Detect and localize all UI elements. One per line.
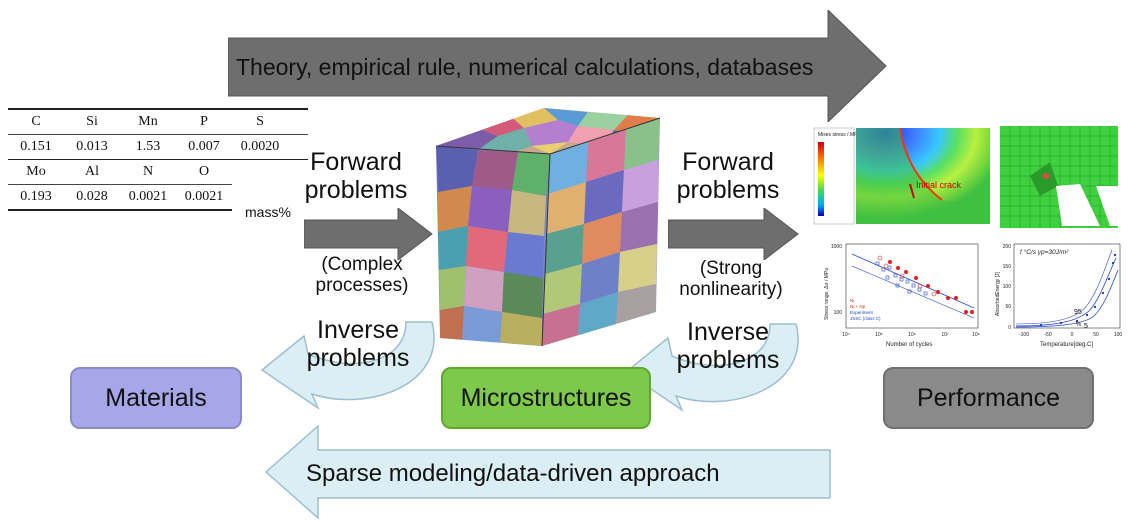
materials-label: Materials <box>105 383 207 412</box>
problems-label: problems <box>306 344 410 372</box>
charpy-x-label: Temperature[deg.C] <box>1040 342 1093 348</box>
note-line: nonlinearity) <box>679 279 783 301</box>
charpy-marker: 95 <box>1074 309 1082 316</box>
element-value: 0.0020 <box>240 138 280 154</box>
y-tick: 100 <box>1003 284 1012 290</box>
problems-label: problems <box>676 176 780 204</box>
bottom-arrow-label: Sparse modeling/data-driven approach <box>306 460 720 487</box>
note-line: processes) <box>315 275 409 297</box>
composition-header-row-1: C Si Mn P S <box>8 110 308 134</box>
strong-nonlinearity-note: (Strong nonlinearity) <box>664 258 798 301</box>
element-value: 0.028 <box>76 189 108 204</box>
microstructures-box: Microstructures <box>441 367 651 429</box>
composition-header-row-2: Mo Al N O <box>8 160 308 184</box>
element-label: N <box>142 164 154 179</box>
sn-legend-item: JSSC (class C) <box>850 316 881 321</box>
sn-y-label: Stress range, Δσ / MPa <box>824 268 830 320</box>
fem-mesh-image <box>1000 126 1118 228</box>
charpy-marker: 5 <box>1084 323 1088 330</box>
element-label: C <box>31 113 41 129</box>
composition-value-row-2: 0.193 0.028 0.0021 0.0021 <box>8 185 308 209</box>
charpy-plot: 200 150 100 50 0 -100 -50 0 50 100 Tempe… <box>990 240 1124 352</box>
complex-processes-note: (Complex processes) <box>300 254 424 297</box>
y-tick: 200 <box>1003 244 1012 250</box>
inverse-problems-right: Inverse problems <box>668 318 788 374</box>
inverse-label: Inverse <box>317 316 399 344</box>
fem-stress-image: Mises stress / MPa Initial crack <box>812 126 990 228</box>
element-value: 0.007 <box>188 138 220 154</box>
element-value: 0.151 <box>20 138 52 154</box>
problems-label: problems <box>304 176 408 204</box>
charpy-y-label: AbsorbedEnergy [J] <box>995 271 1001 316</box>
y-tick: 150 <box>1003 264 1012 270</box>
performance-label: Performance <box>916 383 1061 412</box>
top-arrow-label: Theory, empirical rule, numerical calcul… <box>236 54 814 80</box>
performance-box: Performance <box>883 367 1094 429</box>
element-label: Mo <box>26 164 46 179</box>
note-line: (Strong <box>699 258 763 279</box>
x-tick: 10⁶ <box>908 332 916 338</box>
x-tick: 10⁴ <box>842 332 850 338</box>
element-value: 1.53 <box>135 138 161 154</box>
top-arrow <box>228 10 887 122</box>
element-value: 0.0021 <box>184 189 224 204</box>
inverse-problems-left: Inverse problems <box>298 316 418 372</box>
forward-label: Forward <box>310 148 402 176</box>
element-label: S <box>256 113 264 129</box>
element-label: P <box>200 113 208 129</box>
forward-arrow-right <box>668 208 799 260</box>
forward-label: Forward <box>682 148 774 176</box>
forward-arrow-left <box>304 208 433 260</box>
sn-legend-item: Ni <box>850 298 854 303</box>
inverse-arrow-right <box>624 323 799 413</box>
element-label: O <box>198 164 210 179</box>
fem-legend-title: Mises stress / MPa <box>818 132 860 138</box>
composition-value-row-1: 0.151 0.013 1.53 0.007 0.0020 <box>8 135 308 159</box>
note-line: (Complex <box>321 254 403 275</box>
y-tick: 100 <box>834 310 843 316</box>
bottom-arrow <box>264 424 831 520</box>
charpy-annotation: f °C/s γp=30J/m² <box>1020 248 1069 256</box>
x-tick: -100 <box>1019 332 1029 338</box>
element-label: Si <box>86 113 98 129</box>
element-label: Al <box>85 164 99 179</box>
y-tick: 0 <box>1008 325 1011 331</box>
x-tick: 100 <box>1114 332 1123 338</box>
x-tick: 0 <box>1071 332 1074 338</box>
materials-box: Materials <box>70 367 242 429</box>
inverse-arrow-left <box>260 321 435 411</box>
element-value: 0.193 <box>20 189 52 204</box>
composition-table: C Si Mn P S 0.151 0.013 1.53 0.007 0.002… <box>8 108 308 220</box>
x-tick: 10⁷ <box>941 332 949 338</box>
sn-legend-item: Ni + Np <box>850 304 866 309</box>
x-tick: 10⁵ <box>875 332 883 338</box>
element-value: 0.0021 <box>128 189 168 204</box>
forward-problems-left: Forward problems <box>296 148 416 204</box>
y-tick: 1000 <box>831 244 842 250</box>
sn-legend-item: Experiment <box>850 310 874 315</box>
crack-label: Initial crack <box>916 180 962 190</box>
forward-problems-right: Forward problems <box>668 148 788 204</box>
inverse-label: Inverse <box>687 318 769 346</box>
y-tick: 50 <box>1005 304 1011 310</box>
x-tick: 50 <box>1093 332 1099 338</box>
element-value: 0.013 <box>76 138 108 154</box>
charpy-marker: % <box>1076 322 1082 328</box>
mass-percent-unit: mass% <box>245 204 291 220</box>
microstructure-cube <box>435 108 661 347</box>
sn-x-label: Number of cycles <box>886 342 932 348</box>
sn-plot: 1000 100 10⁴ 10⁵ 10⁶ 10⁷ 10⁸ Number of c… <box>816 240 982 352</box>
x-tick: 10⁸ <box>972 332 980 338</box>
problems-label: problems <box>676 346 780 374</box>
x-tick: -50 <box>1044 332 1051 338</box>
microstructures-label: Microstructures <box>460 383 632 412</box>
element-label: Mn <box>138 113 158 129</box>
